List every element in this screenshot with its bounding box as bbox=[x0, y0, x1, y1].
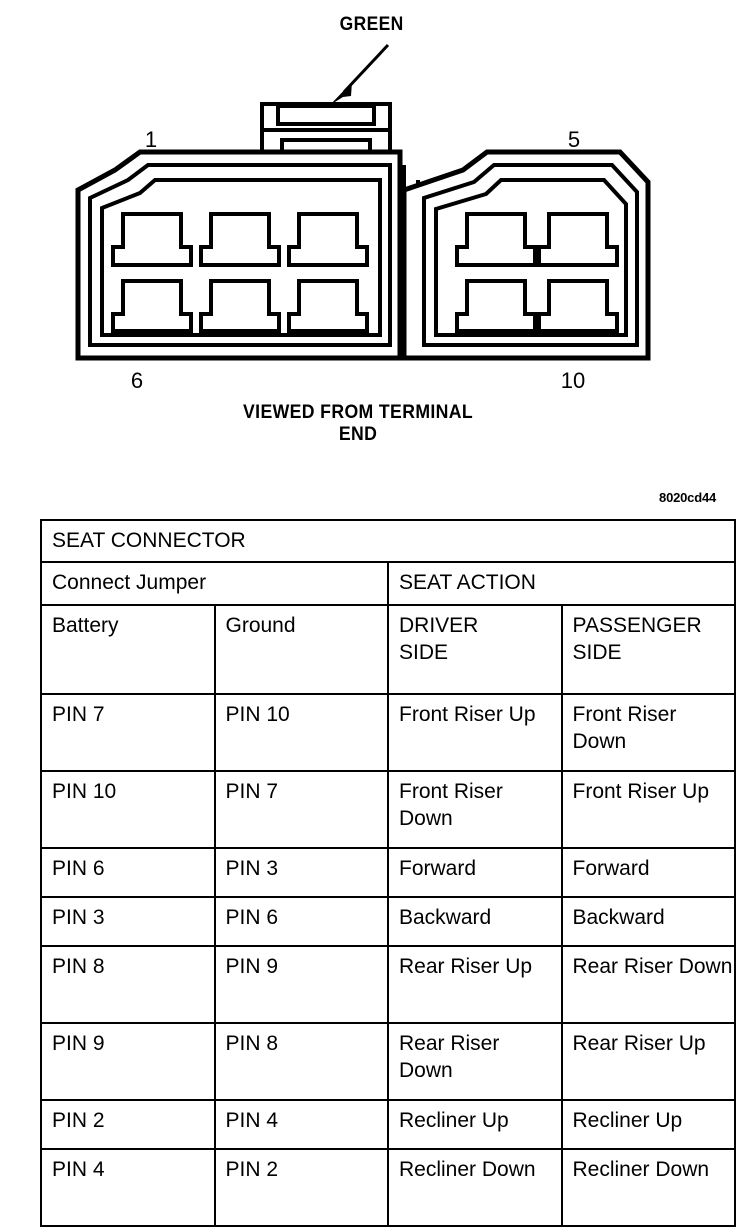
cell-ground: PIN 10 bbox=[213, 692, 389, 772]
cavity-pin-5b bbox=[199, 279, 281, 333]
figure-reference-code: 8020cd44 bbox=[659, 490, 716, 505]
connector-drawing: GREEN bbox=[75, 12, 651, 444]
pin-number-bottom-left: 6 bbox=[131, 368, 143, 393]
left-shell-mid bbox=[88, 163, 392, 347]
cell-passenger-action: Recliner Up bbox=[560, 1098, 736, 1150]
cell-ground: PIN 4 bbox=[213, 1098, 389, 1150]
cell-passenger-action: Forward bbox=[560, 846, 736, 898]
cavity-pin-4 bbox=[537, 212, 619, 267]
callout-label-green: GREEN bbox=[340, 12, 404, 34]
table-row: PIN 6 PIN 3 Forward Forward bbox=[40, 846, 736, 898]
cell-ground: PIN 7 bbox=[213, 769, 389, 849]
column-header-passenger-line2: SIDE bbox=[572, 640, 622, 664]
group-header-seat-action: SEAT ACTION bbox=[387, 561, 736, 606]
right-shell-inner bbox=[434, 178, 628, 337]
table-row: PIN 2 PIN 4 Recliner Up Recliner Up bbox=[40, 1098, 736, 1150]
cell-ground: PIN 3 bbox=[213, 846, 389, 898]
cell-driver-action: Front Riser Up bbox=[387, 692, 563, 772]
table-column-header-row: Battery Ground DRIVER SIDE PASSENGER SID… bbox=[40, 603, 736, 695]
column-header-driver-line1: DRIVER bbox=[399, 613, 479, 637]
cell-battery: PIN 8 bbox=[40, 944, 216, 1024]
cell-passenger-action: Rear Riser Down bbox=[560, 944, 736, 1024]
table-row: PIN 10 PIN 7 Front Riser Down Front Rise… bbox=[40, 769, 736, 849]
table-row: PIN 4 PIN 2 Recliner Down Recliner Down bbox=[40, 1147, 736, 1227]
cell-driver-action: Forward bbox=[387, 846, 563, 898]
cell-passenger-action: Backward bbox=[560, 895, 736, 947]
cell-driver-action: Rear Riser Up bbox=[387, 944, 563, 1024]
seat-connector-table-wrap: SEAT CONNECTOR Connect Jumper SEAT ACTIO… bbox=[40, 518, 736, 1227]
table-row: PIN 9 PIN 8 Rear Riser Down Rear Riser U… bbox=[40, 1021, 736, 1101]
column-header-passenger-line1: PASSENGER bbox=[572, 613, 702, 637]
table-title-row: SEAT CONNECTOR bbox=[40, 518, 736, 564]
cell-passenger-action: Front Riser Up bbox=[560, 769, 736, 849]
table-title: SEAT CONNECTOR bbox=[40, 518, 736, 564]
cell-battery: PIN 6 bbox=[40, 846, 216, 898]
column-header-driver-line2: SIDE bbox=[399, 640, 449, 664]
figure-caption-line1: VIEWED FROM TERMINAL bbox=[243, 400, 473, 422]
cell-battery: PIN 3 bbox=[40, 895, 216, 947]
cavity-pin-10 bbox=[455, 279, 537, 333]
column-header-passenger-side: PASSENGER SIDE bbox=[560, 603, 736, 695]
cell-driver-action: Backward bbox=[387, 895, 563, 947]
pin-number-top-left: 1 bbox=[145, 127, 157, 152]
cell-ground: PIN 8 bbox=[213, 1021, 389, 1101]
table-row: PIN 3 PIN 6 Backward Backward bbox=[40, 895, 736, 947]
left-shell-inner bbox=[100, 178, 382, 337]
group-header-connect-jumper: Connect Jumper bbox=[40, 561, 389, 606]
cell-battery: PIN 9 bbox=[40, 1021, 216, 1101]
seat-connector-table: SEAT CONNECTOR Connect Jumper SEAT ACTIO… bbox=[40, 518, 736, 1227]
table-row: PIN 8 PIN 9 Rear Riser Up Rear Riser Dow… bbox=[40, 944, 736, 1024]
column-header-battery: Battery bbox=[40, 603, 216, 695]
pin-number-bottom-right: 10 bbox=[561, 368, 585, 393]
right-shell-mid bbox=[422, 163, 639, 347]
connector-figure: GREEN bbox=[0, 0, 752, 505]
cell-driver-action: Rear Riser Down bbox=[387, 1021, 563, 1101]
cavity-pin-5 bbox=[455, 212, 537, 267]
cell-battery: PIN 4 bbox=[40, 1147, 216, 1227]
right-cavity-group bbox=[455, 212, 619, 333]
arrow-down-left-icon bbox=[330, 43, 390, 105]
cell-battery: PIN 10 bbox=[40, 769, 216, 849]
cell-battery: PIN 2 bbox=[40, 1098, 216, 1150]
column-header-ground: Ground bbox=[213, 603, 389, 695]
cell-ground: PIN 6 bbox=[213, 895, 389, 947]
left-cavity-group bbox=[111, 212, 369, 333]
cavity-pin-2 bbox=[199, 212, 281, 267]
cell-driver-action: Recliner Down bbox=[387, 1147, 563, 1227]
column-header-driver-side: DRIVER SIDE bbox=[387, 603, 563, 695]
cavity-pin-4b bbox=[287, 279, 369, 333]
cell-driver-action: Front Riser Down bbox=[387, 769, 563, 849]
cell-passenger-action: Front Riser Down bbox=[560, 692, 736, 772]
cavity-pin-1 bbox=[111, 212, 193, 267]
cell-ground: PIN 9 bbox=[213, 944, 389, 1024]
cell-driver-action: Recliner Up bbox=[387, 1098, 563, 1150]
pin-number-top-right: 5 bbox=[568, 127, 580, 152]
cell-ground: PIN 2 bbox=[213, 1147, 389, 1227]
cell-passenger-action: Rear Riser Up bbox=[560, 1021, 736, 1101]
table-row: PIN 7 PIN 10 Front Riser Up Front Riser … bbox=[40, 692, 736, 772]
table-group-header-row: Connect Jumper SEAT ACTION bbox=[40, 561, 736, 606]
cell-passenger-action: Recliner Down bbox=[560, 1147, 736, 1227]
cavity-pin-6 bbox=[111, 279, 193, 333]
cavity-pin-3 bbox=[287, 212, 369, 267]
cavity-pin-9 bbox=[537, 279, 619, 333]
cell-battery: PIN 7 bbox=[40, 692, 216, 772]
figure-caption-line2: END bbox=[339, 422, 377, 444]
